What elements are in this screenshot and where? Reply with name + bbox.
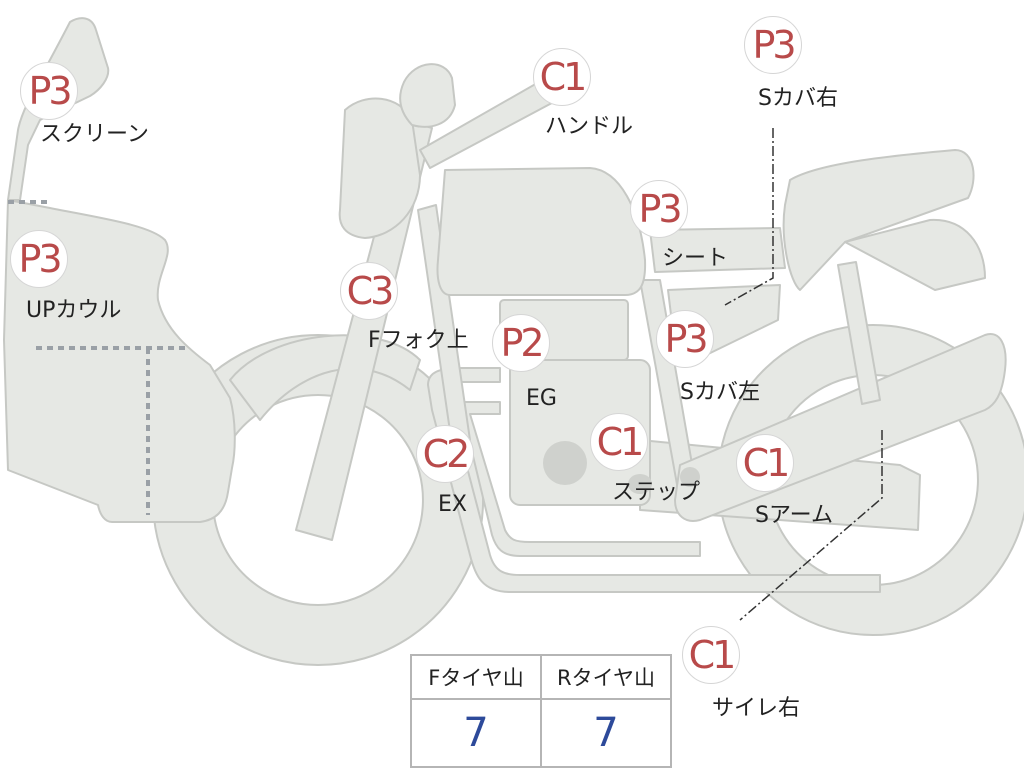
exhaust-pipe-inner [459,401,701,557]
label-scover-left: Sカバ左 [680,380,760,405]
tire-tread-table: Fタイヤ山 Rタイヤ山 7 7 [410,654,672,768]
label-seat: シート [662,246,729,271]
label-screen: スクリーン [40,122,149,147]
label-upcowl: UPカウル [26,298,122,323]
fuel-tank [436,167,647,296]
label-swingarm: Sアーム [755,503,833,528]
label-handle: ハンドル [545,114,634,139]
front-tire-value: 7 [410,698,542,768]
grade-badge-seat: P3 [630,180,688,238]
front-tire-header: Fタイヤ山 [410,654,542,700]
label-exhaust: EX [438,492,467,517]
grade-badge-screen: P3 [20,62,78,120]
label-engine: EG [526,386,557,411]
label-step: ステップ [612,480,701,505]
grade-badge-swingarm: C1 [736,434,794,492]
label-fork: Fフォク上 [368,328,469,353]
tail-cowl [844,218,986,291]
rear-tire-value: 7 [540,698,672,768]
leader-scover-right [724,128,774,306]
footpeg-left [628,474,652,494]
grade-badge-engine: P2 [492,314,550,372]
rear-tire-header: Rタイヤ山 [540,654,672,700]
mirror [399,63,456,128]
label-silencer-right: サイレ右 [712,696,801,721]
seat-front [649,227,786,273]
grade-badge-fork: C3 [340,262,398,320]
grade-badge-exhaust: C2 [416,425,474,483]
label-scover-right: Sカバ右 [758,86,838,111]
footpeg-right [680,467,700,487]
upper-cowl-shape [3,199,236,523]
seat-rear [782,149,975,291]
headlight [338,97,421,239]
grade-badge-silencer-right: C1 [682,626,740,684]
grade-badge-step: C1 [590,413,648,471]
grade-badge-upcowl: P3 [10,230,68,288]
grade-badge-scover-left: P3 [656,310,714,368]
grade-badge-handle: C1 [533,48,591,106]
engine-cover [543,441,587,485]
grade-badge-scover-right: P3 [744,16,802,74]
leader-silencer-right [739,430,883,621]
rear-shock [837,261,881,405]
